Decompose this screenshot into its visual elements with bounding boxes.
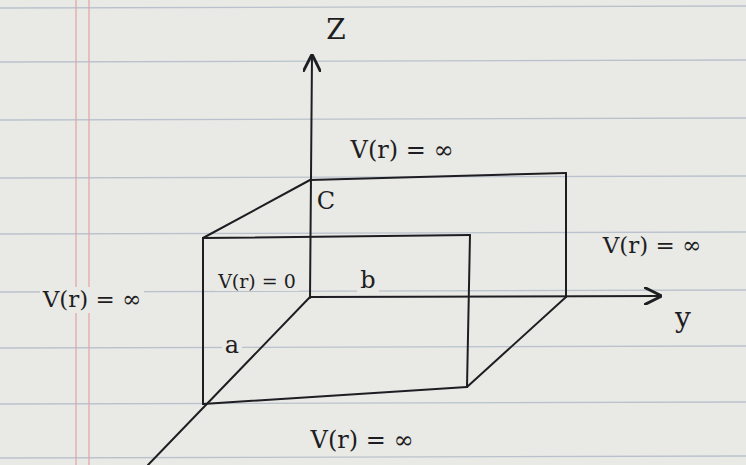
box-edge (202, 238, 204, 404)
box-edge (467, 235, 470, 387)
z-axis (310, 56, 312, 298)
ruled-line (0, 6, 746, 8)
margin-line (75, 0, 76, 465)
axis-label: y (672, 303, 694, 334)
box-edge (467, 297, 566, 387)
box-edge (310, 173, 566, 180)
ruled-lines (0, 6, 746, 458)
margin-line (88, 0, 89, 465)
box-edge (203, 180, 310, 238)
axis-label: Z (323, 15, 348, 46)
box-edge (203, 235, 470, 238)
dimension-label: a (222, 332, 242, 358)
margin-lines (76, 0, 89, 465)
ruled-line (0, 402, 746, 404)
ruled-line (0, 60, 746, 62)
box-edge (565, 173, 567, 297)
ruled-line (0, 346, 746, 348)
y-axis (310, 296, 660, 297)
ruled-line (0, 118, 746, 120)
potential-label: V(r) = ∞ (348, 137, 457, 163)
potential-label: V(r) = ∞ (40, 287, 145, 312)
potential-label: V(r) = ∞ (600, 233, 705, 258)
box-edge (203, 387, 467, 404)
box-drawing (148, 56, 660, 465)
dimension-label: b (357, 267, 378, 293)
ruled-line (0, 456, 746, 458)
corner-label: C (314, 188, 338, 214)
x-axis (148, 297, 310, 465)
potential-label: V(r) = ∞ (308, 427, 417, 453)
potential-label: V(r) = 0 (215, 271, 299, 292)
